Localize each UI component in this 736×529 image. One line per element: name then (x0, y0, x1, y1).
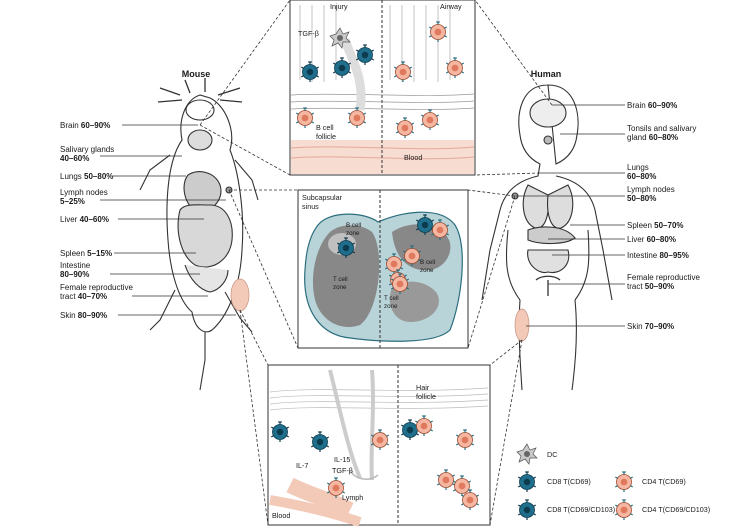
mouse-label-brain: Brain 60–90% (60, 121, 110, 130)
legend-dc-label: DC (547, 450, 557, 459)
zoom-lines (199, 0, 553, 526)
injury-label: Injury (330, 2, 348, 11)
mouse-label-salivary: Salivary glands (60, 145, 114, 154)
human-leader-lines (516, 104, 625, 327)
lung-panel: Injury Airway TGF-β B cell follicle Bloo… (289, 0, 476, 176)
human-section: Human Brain 60–90% Tonsils and salivary … (481, 69, 700, 391)
human-body-drawing (481, 84, 613, 391)
subcapsular-label-2: sinus (302, 202, 319, 211)
legend-cd4-cd103: CD4 T(CD69/CD103) (614, 499, 710, 521)
lung-blood-label: Blood (404, 153, 422, 162)
il15-label: IL-15 (334, 455, 350, 464)
human-label-lymph-nodes: Lymph nodes (627, 185, 675, 194)
mouse-label-salivary-value: 40–60% (60, 154, 89, 163)
human-labels: Brain 60–90% Tonsils and salivary gland … (627, 101, 700, 331)
lymph-tcell-zone-label-right: T cell (384, 295, 399, 302)
human-label-intestine: Intestine 80–95% (627, 251, 689, 260)
human-skin-patch (514, 308, 530, 342)
human-label-tonsils-value: gland 60–80% (627, 133, 678, 142)
mouse-label-intestine-value: 80–90% (60, 270, 89, 279)
legend-cd4-cd103-label: CD4 T(CD69/CD103) (642, 505, 710, 514)
airway-label: Airway (440, 2, 462, 11)
bcell-follicle-label: B cell (316, 123, 334, 132)
mouse-leader-lines (100, 124, 236, 316)
legend-cd4-cd69-label: CD4 T(CD69) (642, 477, 686, 486)
human-label-lungs: Lungs (627, 163, 649, 172)
human-label-lungs-value: 60–80% (627, 172, 656, 181)
human-label-spleen: Spleen 50–70% (627, 221, 684, 230)
bcell-follicle-label-2: follicle (316, 132, 336, 141)
hair-follicle-label: Hair (416, 383, 430, 392)
skin-panel: Hair follicle IL-7 IL-15 TGF-β Lymph Blo… (267, 364, 491, 527)
legend-cd8-cd69-label: CD8 T(CD69) (547, 477, 591, 486)
human-label-tonsils: Tonsils and salivary (627, 124, 696, 133)
skin-blood-label: Blood (272, 511, 290, 520)
lymph-bcell-zone-label-2: zone (346, 230, 360, 237)
legend-cd8-cd103-label: CD8 T(CD69/CD103) (547, 505, 615, 514)
skin-tgfb-label: TGF-β (332, 466, 353, 475)
lymph-tcell-zone-label-2: zone (333, 284, 347, 291)
legend-dc: DC (516, 443, 557, 465)
mouse-label-frt: Female reproductive (60, 283, 133, 292)
lymph-tcell-zone-label-right-2: zone (384, 303, 398, 310)
mouse-section: Mouse Brain 60–90% Salivary glands 40–60… (60, 69, 259, 391)
legend-cd4-cd69: CD4 T(CD69) (614, 471, 686, 493)
human-title: Human (531, 69, 562, 79)
mouse-label-lungs: Lungs 50–80% (60, 172, 113, 181)
mouse-labels: Brain 60–90% Salivary glands 40–60% Lung… (60, 121, 133, 320)
human-label-frt-value: tract 50–90% (627, 282, 674, 291)
lymph-label: Lymph (342, 493, 363, 502)
lung-tgfb-label: TGF-β (298, 29, 319, 38)
mouse-label-lymph-nodes: Lymph nodes (60, 188, 108, 197)
human-label-lymph-nodes-value: 50–80% (627, 194, 656, 203)
human-label-brain: Brain 60–90% (627, 101, 677, 110)
lymph-node-panel: Subcapsular sinus B cell zone T cell zon… (297, 189, 469, 349)
mouse-label-liver: Liver 40–60% (60, 215, 109, 224)
mouse-label-intestine: Intestine (60, 261, 91, 270)
legend-cd8-cd103: CD8 T(CD69/CD103) (517, 499, 615, 521)
lymph-bcell-zone-label: B cell (346, 222, 361, 229)
subcapsular-label: Subcapsular (302, 193, 343, 202)
mouse-label-lymph-nodes-value: 5–25% (60, 197, 85, 206)
human-label-frt: Female reproductive (627, 273, 700, 282)
lymph-tcell-zone-label: T cell (333, 276, 348, 283)
hair-follicle-label-2: follicle (416, 392, 436, 401)
mouse-label-skin: Skin 80–90% (60, 311, 107, 320)
mouse-label-spleen: Spleen 5–15% (60, 249, 112, 258)
mouse-body-drawing (139, 78, 259, 391)
il7-label: IL-7 (296, 461, 308, 470)
legend-cd8-cd69: CD8 T(CD69) (517, 471, 591, 493)
mouse-skin-patch (230, 278, 250, 312)
legend: DC CD8 T(CD69) CD4 T(CD69) CD8 T(CD69/CD… (516, 443, 710, 521)
mouse-title: Mouse (182, 69, 211, 79)
human-label-liver: Liver 60–80% (627, 235, 676, 244)
mouse-label-frt-value: tract 40–70% (60, 292, 107, 301)
human-label-skin: Skin 70–90% (627, 322, 674, 331)
lymph-bcell-zone-label-right-2: zone (420, 267, 434, 274)
lymph-bcell-zone-label-right: B cell (420, 259, 435, 266)
